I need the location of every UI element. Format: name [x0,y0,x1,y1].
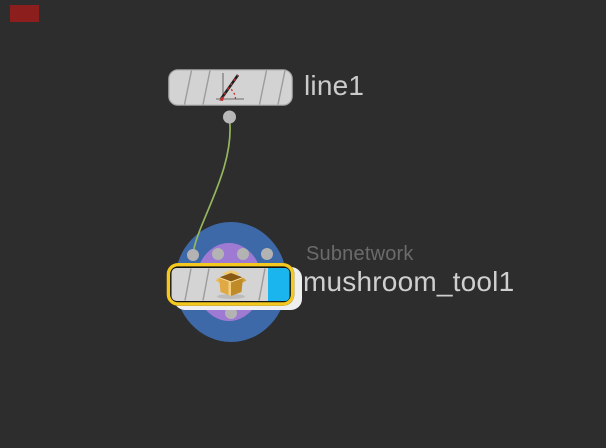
node-label-line1[interactable]: line1 [304,70,365,101]
mushroom-input-connector-3[interactable] [237,248,249,260]
red-marker [10,5,39,22]
line1-flag-dividers [183,70,286,105]
node-label-mushroom-tool1[interactable]: mushroom_tool1 [303,266,515,297]
line-sop-icon [216,73,244,101]
mushroom-input-connector-4[interactable] [261,248,273,260]
display-flag[interactable] [268,268,290,301]
line1-output-connector[interactable] [223,110,236,124]
wire-line1-to-mushroom-tool1[interactable] [192,118,231,252]
node-mushroom-tool1[interactable] [162,259,299,309]
node-line1[interactable] [168,69,293,106]
node-type-label-subnetwork: Subnetwork [306,243,414,265]
subnet-box-icon [215,270,247,299]
selection-ring [166,262,295,306]
mushroom-input-connector-1[interactable] [187,249,199,261]
mushroom-input-connector-2[interactable] [212,248,224,260]
mushroom-flag-dividers [184,268,266,301]
